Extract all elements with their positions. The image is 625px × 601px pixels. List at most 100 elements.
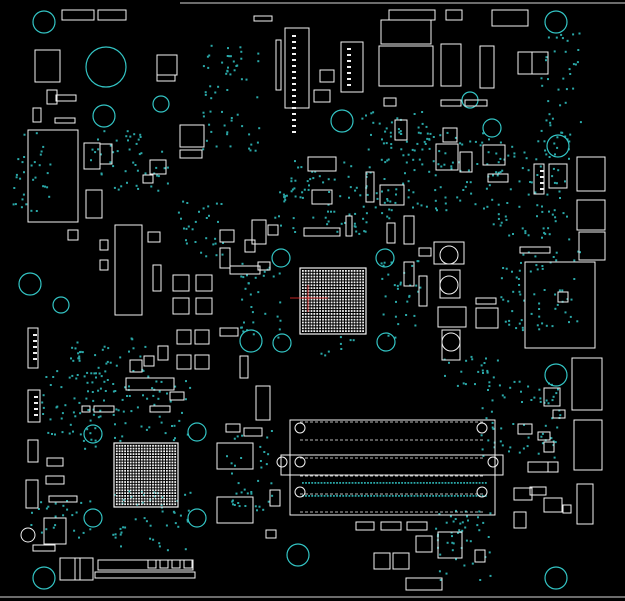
via (231, 500, 234, 503)
soc-bga-ball (157, 456, 160, 458)
via (128, 350, 130, 353)
via (99, 153, 102, 156)
via (241, 298, 244, 301)
via (458, 529, 461, 532)
via (412, 191, 415, 194)
via (564, 101, 567, 104)
via (48, 195, 51, 198)
via (139, 355, 142, 358)
via (327, 210, 329, 213)
via (240, 57, 243, 60)
via (76, 374, 79, 376)
via (72, 359, 75, 362)
soc-bga-ball (166, 475, 168, 478)
cpu-bga-ball (359, 281, 362, 284)
via (413, 482, 416, 484)
cpu-bga-ball (319, 275, 321, 278)
component-outline-82 (152, 264, 162, 292)
cpu-bga-ball (316, 315, 319, 318)
via (491, 198, 494, 201)
via (515, 276, 518, 279)
component-outline-68 (219, 229, 235, 243)
via (534, 191, 537, 194)
cpu-bga-ball (302, 284, 304, 287)
via (143, 517, 146, 520)
component-outline-129 (513, 511, 527, 529)
soc-bga-ball (171, 483, 174, 486)
via (182, 200, 185, 203)
cpu-bga-ball (347, 301, 350, 304)
via (311, 482, 314, 484)
soc-bga-ball (129, 447, 132, 450)
via (173, 424, 176, 427)
via (30, 524, 33, 526)
via (97, 416, 100, 419)
via (14, 203, 17, 206)
via (540, 129, 543, 132)
via (78, 401, 81, 404)
via (466, 495, 469, 497)
soc-bga-ball (135, 461, 138, 464)
cpu-bga-ball (327, 292, 330, 295)
via (45, 528, 48, 531)
cpu-bga-ball (347, 281, 350, 284)
soc-bga-ball (174, 481, 177, 483)
via (536, 174, 539, 176)
cpu-bga-ball (359, 313, 362, 315)
soc-bga-ball (157, 467, 160, 469)
via (254, 149, 257, 152)
via (21, 198, 24, 201)
soc-bga-ball (143, 467, 146, 469)
mounting-hole-4 (52, 296, 70, 314)
via (396, 117, 399, 120)
via (492, 223, 495, 226)
via (244, 505, 247, 507)
cpu-bga-ball (322, 290, 324, 292)
via (130, 410, 133, 413)
soc-bga-ball (160, 481, 163, 483)
soc-bga-ball (135, 475, 138, 478)
via (541, 210, 544, 213)
via (523, 299, 526, 302)
via (345, 495, 348, 497)
soc-bga-ball (168, 503, 171, 506)
via (551, 175, 554, 178)
via (226, 133, 229, 136)
via (370, 482, 372, 484)
mounting-hole-19 (187, 508, 207, 528)
cpu-bga-ball (356, 327, 359, 330)
soc-bga-ball (138, 458, 140, 461)
via (210, 130, 213, 133)
soc-bga-ball (140, 500, 143, 503)
soc-bga-ball (146, 472, 149, 475)
component-outline-108 (225, 423, 241, 433)
dimm-latch-4 (487, 456, 499, 468)
via (171, 425, 173, 427)
cpu-bga-ball (307, 287, 310, 289)
soc-bga-ball (166, 467, 168, 469)
component-outline-13 (156, 74, 176, 82)
via (487, 389, 489, 391)
via (550, 437, 553, 440)
cpu-bga-ball (353, 301, 356, 304)
via (500, 277, 503, 280)
via (385, 127, 388, 130)
via (541, 84, 544, 87)
via (386, 215, 389, 218)
via (538, 328, 541, 331)
cpu-bga-ball (333, 298, 336, 301)
cpu-bga-ball (339, 321, 342, 324)
via (312, 216, 315, 219)
via (121, 398, 124, 401)
via (503, 158, 506, 161)
via (390, 121, 393, 124)
soc-bga-ball (138, 447, 140, 450)
soc-bga-ball (152, 478, 154, 481)
cpu-bga-ball (339, 295, 342, 298)
via (398, 495, 400, 497)
via (462, 382, 465, 385)
pin-mark-3-24 (33, 358, 37, 360)
cpu-bga-ball (307, 292, 310, 295)
